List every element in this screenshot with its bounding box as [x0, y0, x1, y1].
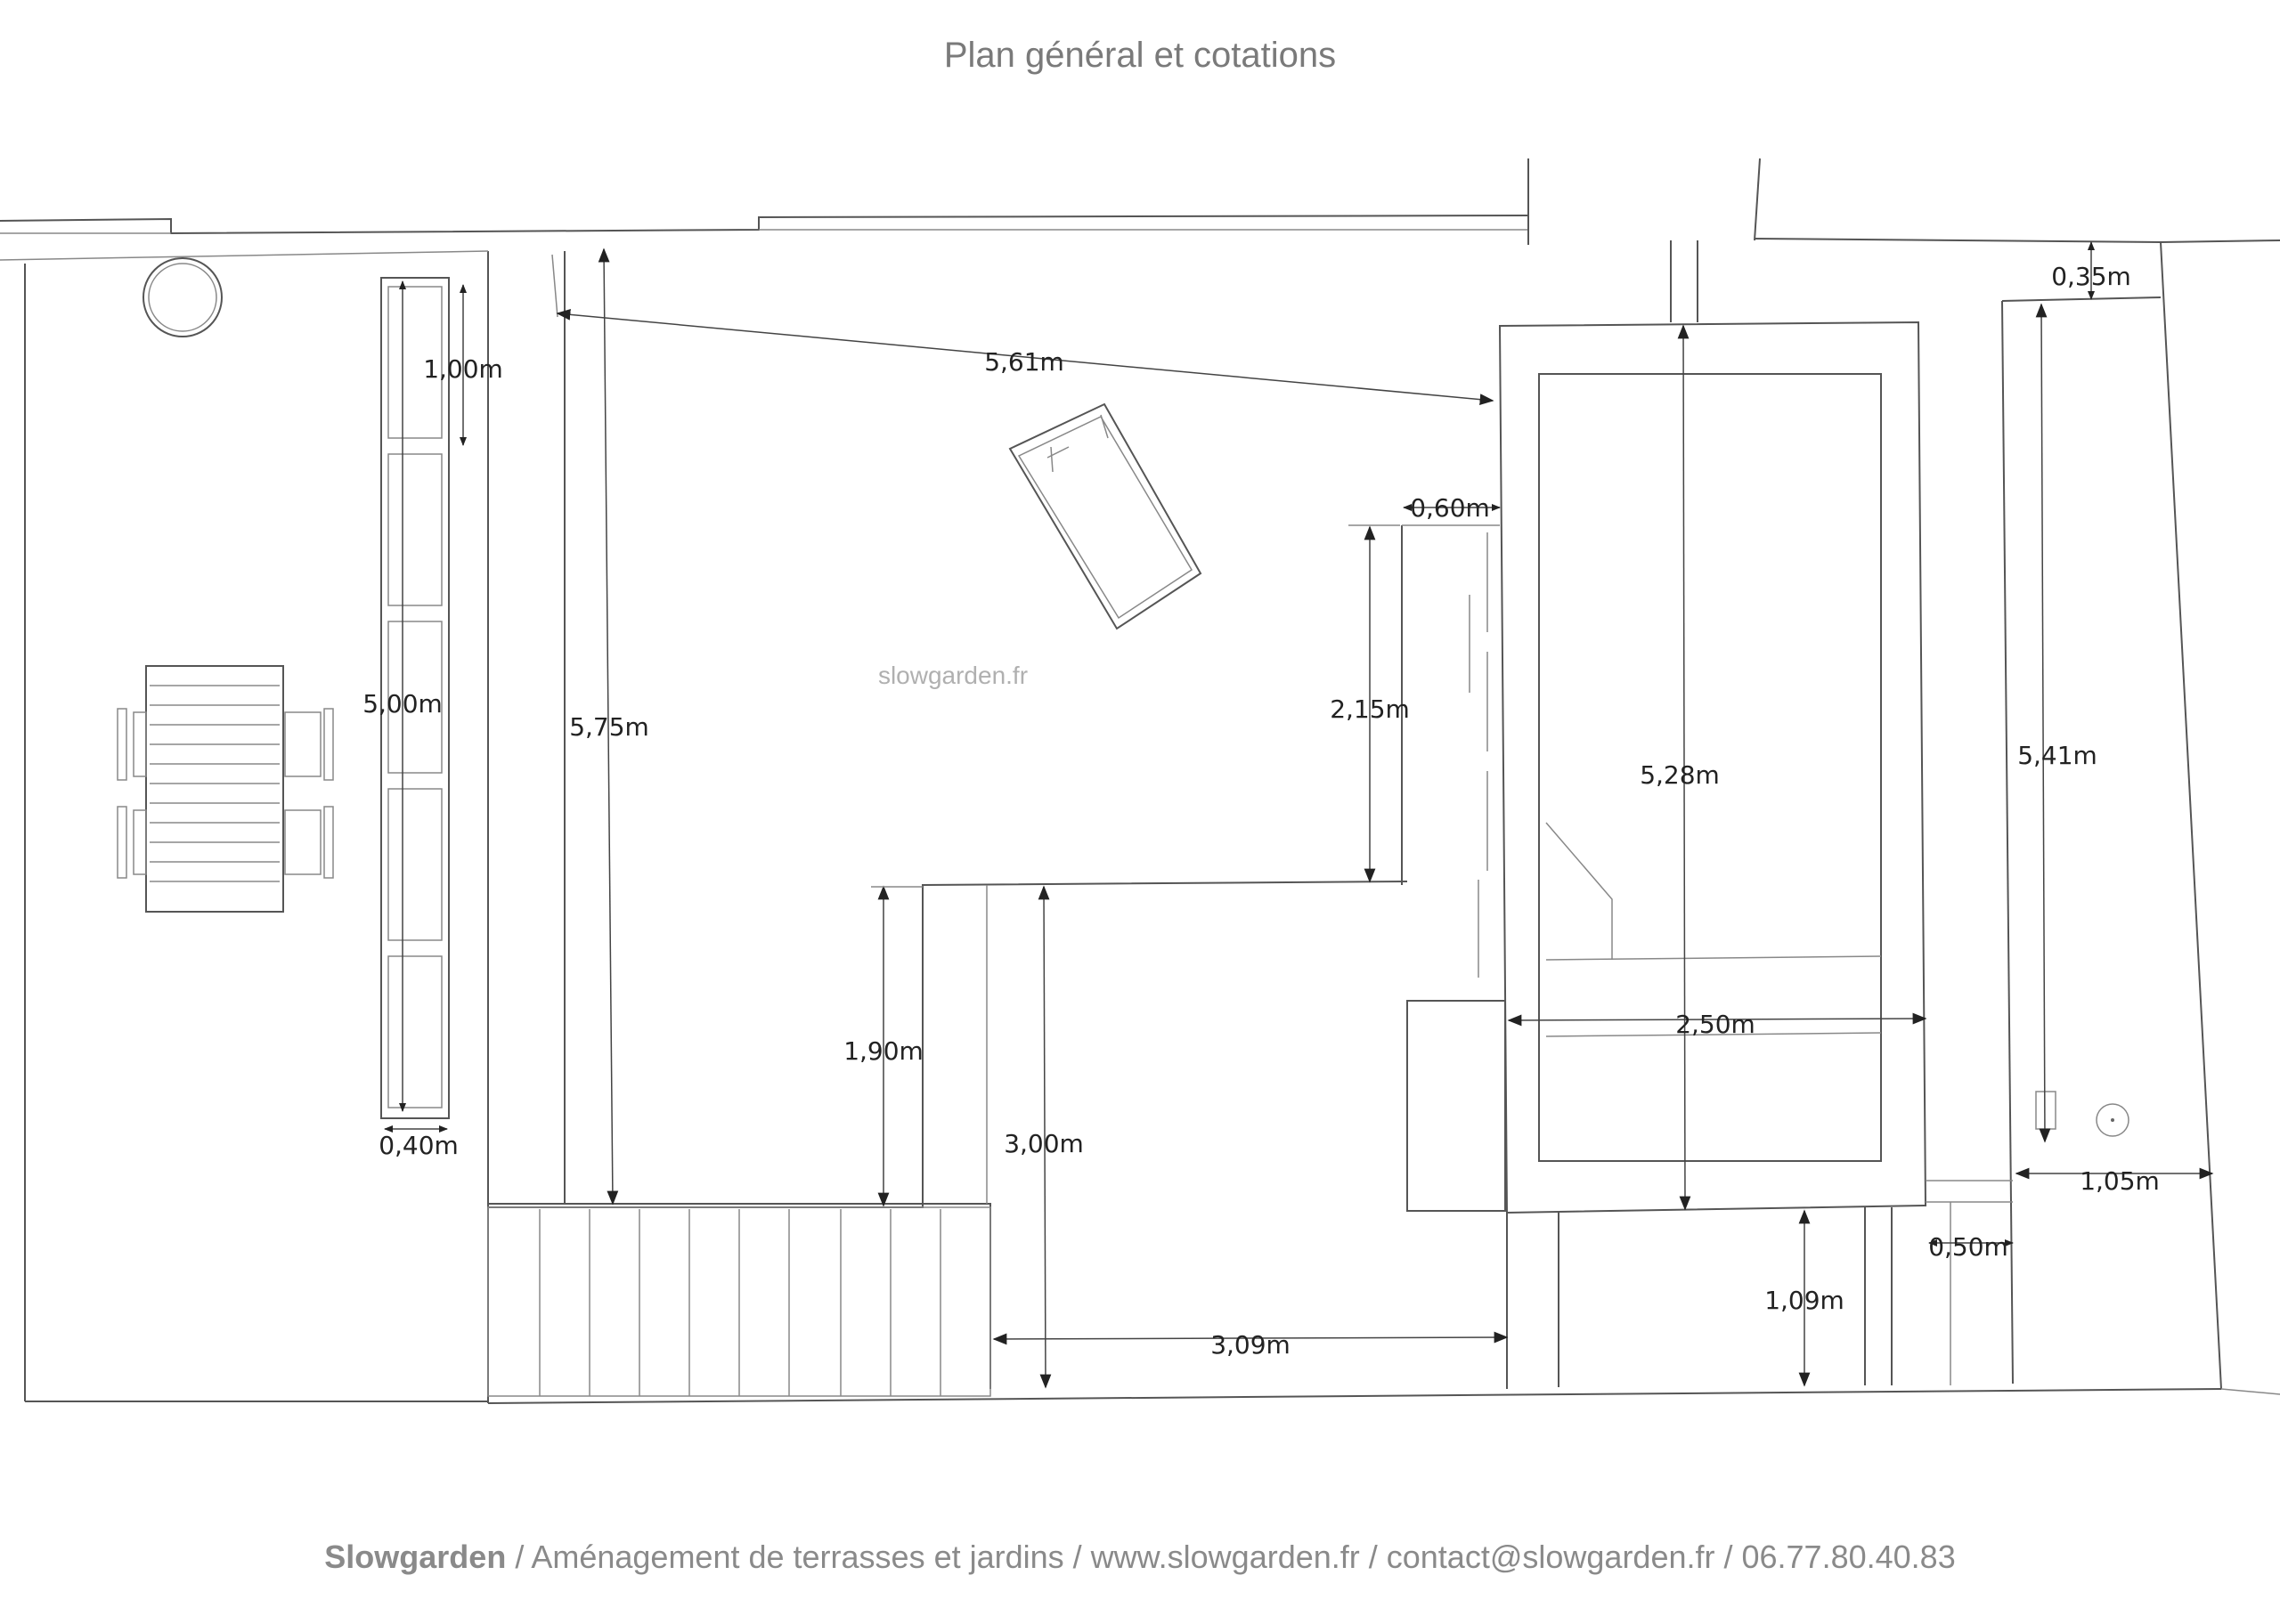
dimension-lines: [384, 241, 2214, 1389]
garden-table-with-chairs: [117, 665, 334, 913]
footer-contact-info: / Aménagement de terrasses et jardins / …: [506, 1539, 1956, 1575]
side-blocks: [1401, 524, 1506, 1212]
dim-label-0-35m: 0,35m: [2051, 262, 2131, 291]
dim-label-0-60m: 0,60m: [1410, 493, 1490, 523]
dim-label-2-50m: 2,50m: [1675, 1010, 1755, 1039]
dim-label-5-28m: 5,28m: [1640, 760, 1720, 790]
dim-label-0-50m: 0,50m: [1928, 1232, 2008, 1262]
boundary-walls: [0, 158, 2280, 1404]
pool-deck: [1498, 240, 1927, 1389]
watermark: slowgarden.fr: [878, 662, 1028, 689]
dim-label-3-00m: 3,00m: [1004, 1129, 1084, 1158]
round-planter: [142, 257, 223, 337]
dim-label-5-00m: 5,00m: [362, 689, 443, 719]
dim-label-0-40m: 0,40m: [379, 1131, 459, 1160]
dimension-labels: 1,00m 5,00m 0,40m 5,75m 5,61m 0,60m 2,15…: [362, 262, 2160, 1360]
dim-label-1-90m: 1,90m: [843, 1036, 924, 1066]
dim-label-1-00m: 1,00m: [423, 354, 503, 384]
dim-label-1-05m: 1,05m: [2080, 1166, 2160, 1196]
dim-label-5-75m: 5,75m: [569, 712, 649, 742]
right-strip: [1926, 296, 2162, 1385]
planter-boxes: [380, 277, 450, 1119]
dim-label-5-61m: 5,61m: [984, 347, 1064, 377]
footer: Slowgarden / Aménagement de terrasses et…: [0, 1539, 2280, 1576]
steps: [487, 1206, 991, 1397]
slide: [1008, 402, 1202, 630]
dim-label-1-09m: 1,09m: [1764, 1286, 1844, 1315]
dim-label-2-15m: 2,15m: [1330, 694, 1410, 724]
central-area: [488, 251, 1408, 1389]
dim-label-3-09m: 3,09m: [1210, 1330, 1291, 1360]
plan-title: Plan général et cotations: [943, 36, 1337, 75]
footer-brand: Slowgarden: [324, 1539, 507, 1575]
dim-label-5-41m: 5,41m: [2017, 741, 2097, 770]
